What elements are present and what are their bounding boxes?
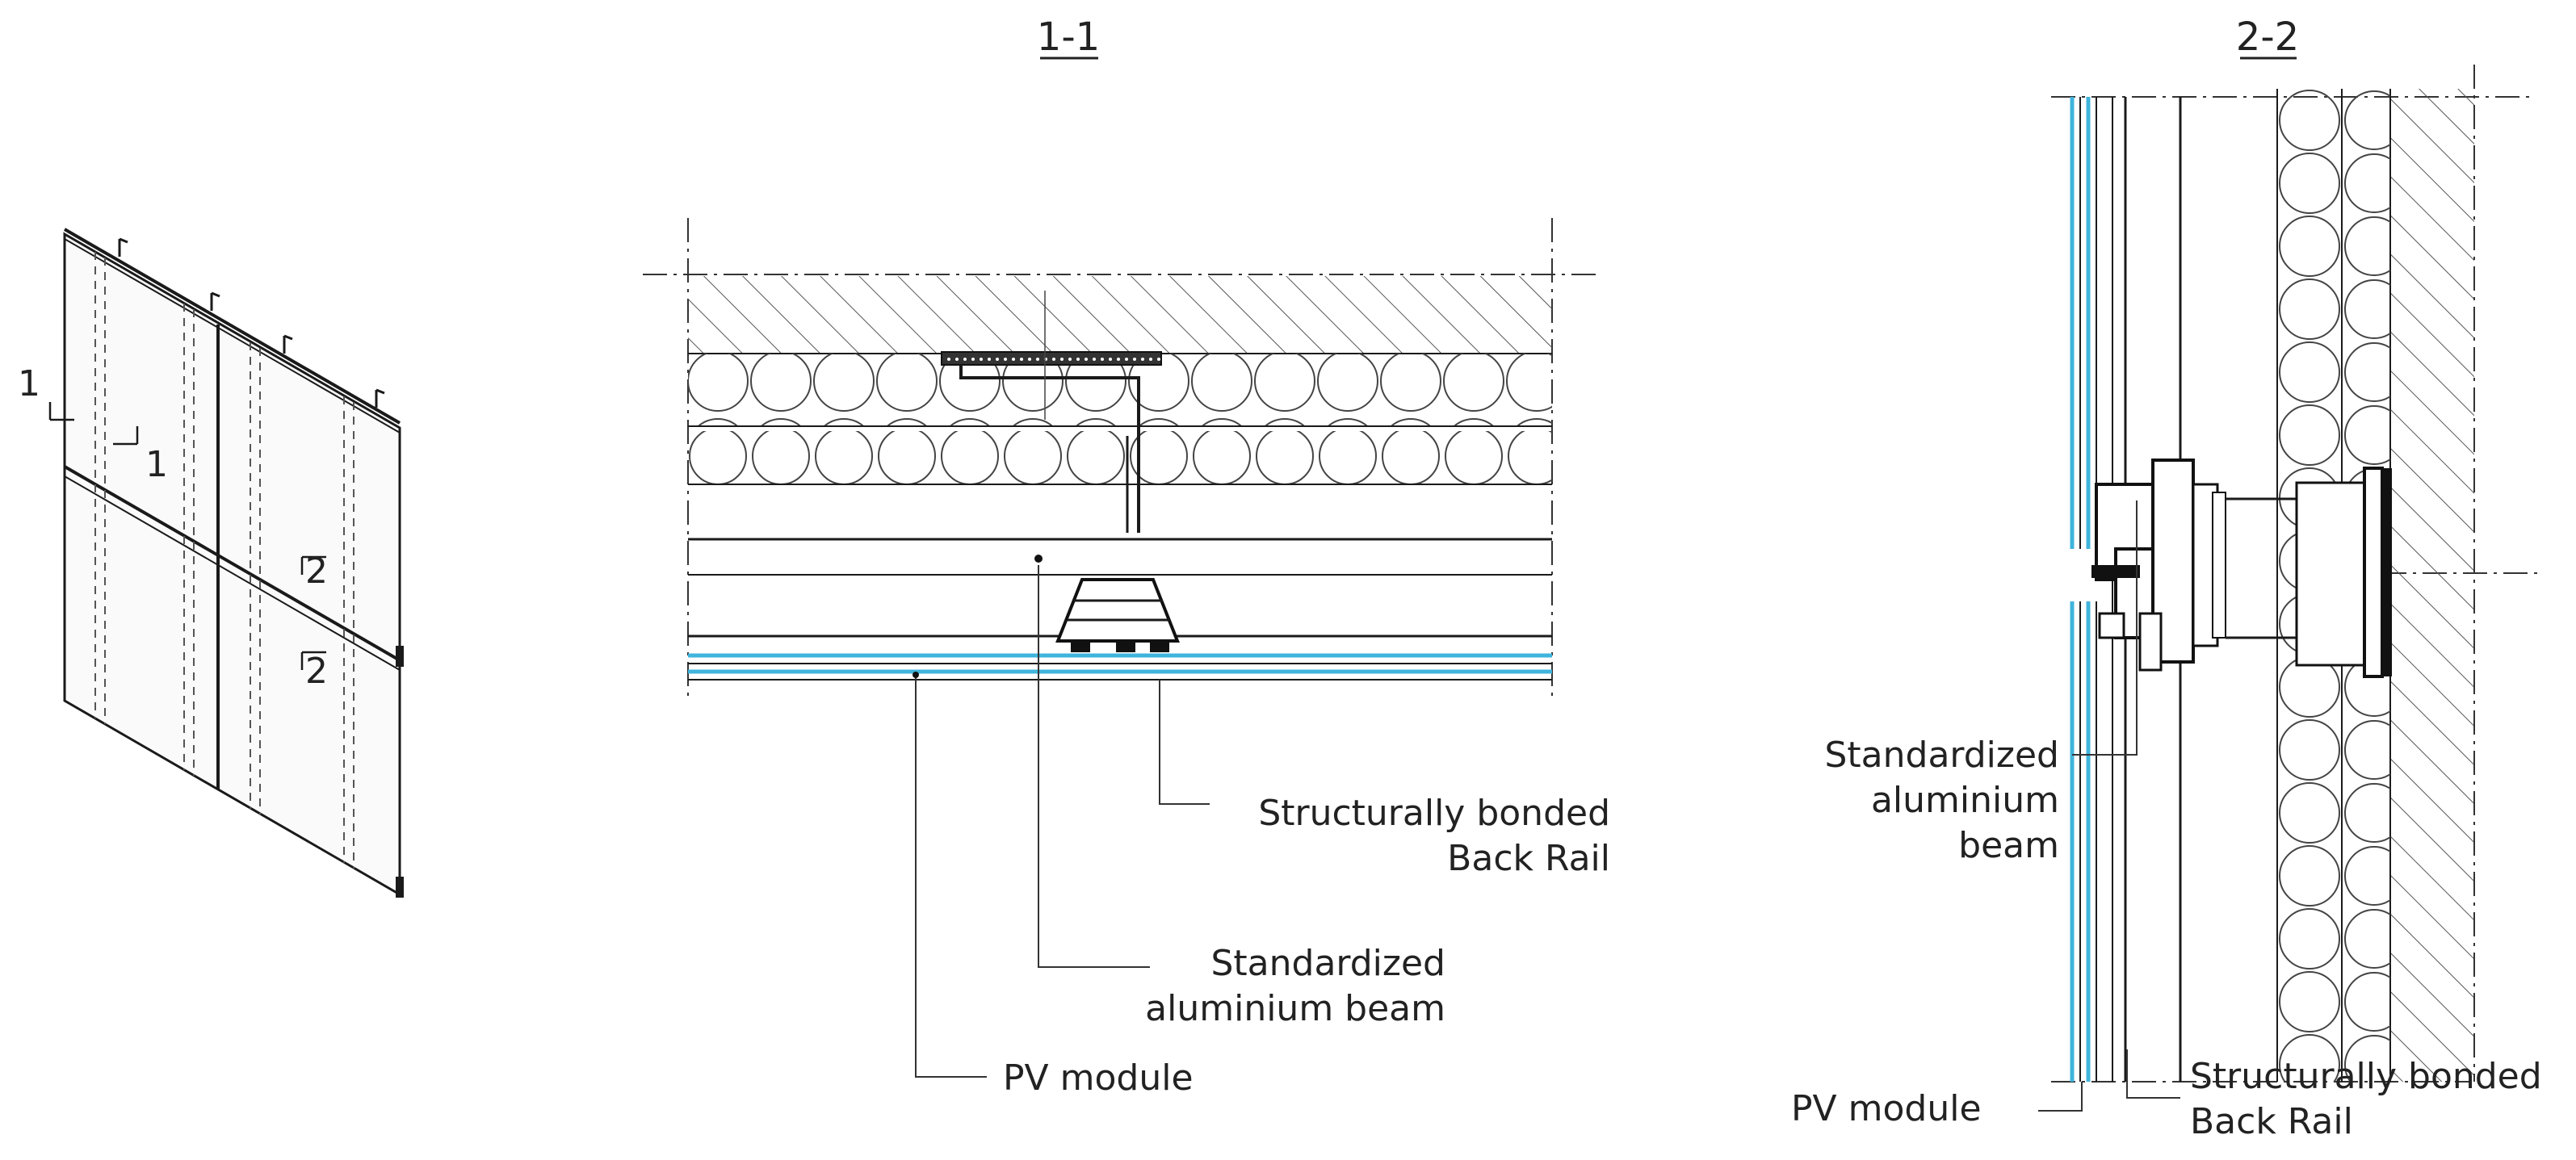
anchor-bracket-2-2 <box>2226 467 2392 678</box>
isometric-facade-view: 1 1 2 2 <box>18 228 404 898</box>
section-mark-2b: 2 <box>305 651 328 692</box>
label-beam-2-2-line3: beam <box>1958 825 2059 866</box>
label-beam-2-2-line2: aluminium <box>1871 780 2059 821</box>
label-back-rail-1-1-line1: Structurally bonded <box>1258 793 1610 834</box>
wall-hatch-2-2 <box>2390 89 2474 1082</box>
pv-glass-1-1 <box>688 653 1552 681</box>
beam-profile-2-2 <box>2091 459 2226 672</box>
label-back-rail-2-2-line1: Structurally bonded <box>2190 1056 2542 1097</box>
section-mark-2a: 2 <box>305 551 328 592</box>
bracket-plate <box>941 351 1162 366</box>
section-1-1-title: 1-1 <box>1037 15 1100 60</box>
back-rail-1-1 <box>1055 578 1180 643</box>
section-mark-1b: 1 <box>145 444 168 485</box>
label-back-rail-2-2-line2: Back Rail <box>2190 1101 2353 1142</box>
section-1-1: 1-1 <box>643 15 1610 1099</box>
label-pv-2-2: PV module <box>1791 1088 1982 1129</box>
label-beam-1-1-line1: Standardized <box>1211 943 1446 984</box>
pv-glass-2-2 <box>2070 97 2097 1082</box>
section-2-2-title: 2-2 <box>2236 15 2299 60</box>
section-2-2: 2-2 <box>1791 15 2544 1142</box>
label-pv-1-1: PV module <box>1003 1057 1194 1099</box>
insulation-layer-2 <box>688 431 1552 484</box>
label-beam-2-2-line1: Standardized <box>1825 735 2060 776</box>
wall-hatch <box>688 276 1552 354</box>
label-beam-1-1-line2: aluminium beam <box>1145 988 1445 1029</box>
section-mark-1a: 1 <box>18 363 40 404</box>
label-back-rail-1-1-line2: Back Rail <box>1447 838 1610 879</box>
